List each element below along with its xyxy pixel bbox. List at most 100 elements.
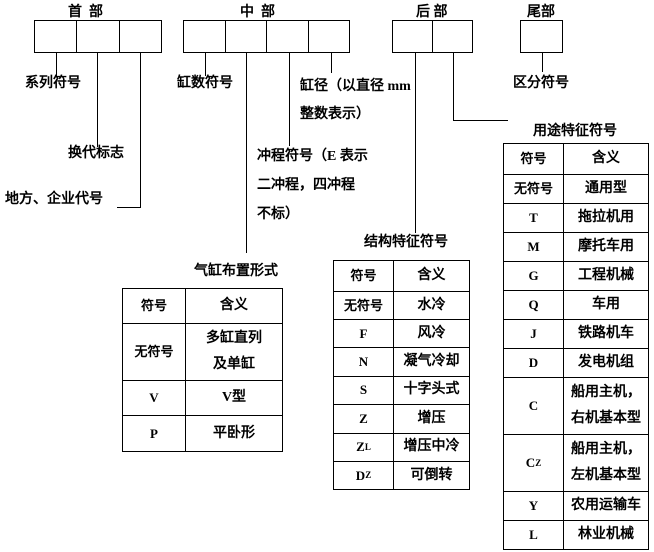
connector-cylinders (205, 52, 206, 76)
meaning-cell: 风冷 (417, 325, 446, 341)
connector-usage-h (453, 120, 508, 121)
label-stroke-symbol: 冲程符号（E 表示 二冲程，四冲程 不标） (257, 149, 368, 222)
label-generation-mark: 换代标志 (68, 146, 124, 161)
symbol-cell: L (504, 521, 564, 549)
symbol-cell: V (123, 380, 186, 416)
table-row: Y 农用运输车 (504, 491, 648, 520)
symbol-cell: 无符号 (334, 291, 394, 320)
code-cell (226, 21, 267, 52)
header-symbol-cell: 符号 (123, 289, 186, 323)
symbol-cell: 无符号 (123, 323, 186, 380)
table-header-row: 符号 含义 (334, 261, 469, 291)
middle-code-box (183, 20, 350, 53)
meaning-cell: 船用主机， 左机基本型 (571, 442, 641, 483)
table-row: V V型 (123, 379, 282, 416)
code-cell (267, 21, 309, 52)
code-cell (393, 21, 433, 52)
connector-distinguish (542, 52, 543, 72)
connector-stroke (289, 52, 290, 146)
meaning-cell: 水冷 (417, 297, 446, 313)
connector-usage (453, 52, 454, 120)
code-cell (309, 21, 350, 52)
symbol-cell: G (504, 262, 564, 290)
code-cell (184, 21, 226, 52)
table-row: S 十字头式 (334, 376, 469, 404)
header-meaning-cell: 含义 (417, 267, 446, 283)
section-title-head: 首 部 (68, 5, 103, 20)
table-row: 无符号 通用型 (504, 174, 648, 203)
table-row: N 凝气冷却 (334, 347, 469, 376)
connector-generation (97, 52, 98, 147)
head-code-box (34, 20, 162, 53)
connector-arrangement (246, 52, 247, 253)
header-symbol-cell: 符号 (504, 144, 564, 174)
meaning-cell: V型 (221, 390, 247, 406)
symbol-cell: S (334, 377, 394, 404)
table-row: G 工程机械 (504, 261, 648, 290)
meaning-cell: 增压中冷 (403, 439, 460, 455)
header-meaning-cell: 含义 (592, 151, 620, 166)
table-row: 无符号 水冷 (334, 290, 469, 320)
meaning-cell: 多缸直列 及单缸 (206, 330, 262, 372)
meaning-cell: 平卧形 (213, 425, 255, 441)
meaning-cell: 增压 (417, 410, 446, 426)
meaning-cell: 拖拉机用 (578, 210, 634, 225)
section-title-middle: 中 部 (240, 5, 275, 20)
label-cylinder-count: 缸数符号 (177, 76, 233, 91)
meaning-cell: 可倒转 (410, 467, 453, 483)
code-cell (35, 21, 78, 52)
table-row: P 平卧形 (123, 415, 282, 451)
connector-series (56, 52, 57, 76)
symbol-cell: C (504, 378, 564, 434)
symbol-cell: 无符号 (504, 175, 564, 203)
meaning-cell: 船用主机， 右机基本型 (571, 385, 641, 426)
symbol-cell: M (504, 233, 564, 261)
symbol-cell: D (504, 349, 564, 377)
code-cell (433, 21, 472, 52)
section-title-tail: 尾部 (527, 5, 555, 20)
code-cell (521, 21, 562, 52)
meaning-cell: 通用型 (585, 181, 627, 196)
meaning-cell: 农用运输车 (571, 498, 641, 513)
label-bore-diameter: 缸径（以直径 mm 整数表示） (300, 79, 411, 122)
tail-code-box (520, 20, 563, 53)
connector-bore (331, 52, 332, 73)
symbol-cell: T (504, 204, 564, 232)
table-row: T 拖拉机用 (504, 203, 648, 232)
meaning-cell: 车用 (592, 297, 620, 312)
meaning-cell: 摩托车用 (578, 239, 634, 254)
table-row: L 林业机械 (504, 520, 648, 549)
connector-structure (415, 52, 416, 233)
meaning-cell: 林业机械 (578, 527, 634, 542)
symbol-cell: N (334, 348, 394, 376)
table-header-row: 符号 含义 (504, 144, 648, 174)
header-symbol-cell: 符号 (334, 261, 394, 291)
meaning-cell: 十字头式 (403, 382, 460, 398)
symbol-cell: P (123, 416, 186, 451)
connector-local-h (117, 207, 141, 208)
code-cell (120, 21, 161, 52)
structure-feature-title: 结构特征符号 (364, 235, 448, 250)
meaning-cell: 工程机械 (578, 268, 634, 283)
label-local-enterprise-code: 地方、企业代号 (5, 192, 103, 207)
label-distinguish-symbol: 区分符号 (513, 76, 569, 91)
symbol-cell: J (504, 320, 564, 348)
connector-local (140, 52, 141, 208)
cylinder-arrangement-title: 气缸布置形式 (194, 264, 278, 279)
rear-code-box (392, 20, 473, 53)
label-usage-feature: 用途特征符号 (533, 124, 617, 139)
symbol-cell: Y (504, 492, 564, 520)
meaning-cell: 凝气冷却 (403, 354, 460, 370)
table-row: M 摩托车用 (504, 232, 648, 261)
